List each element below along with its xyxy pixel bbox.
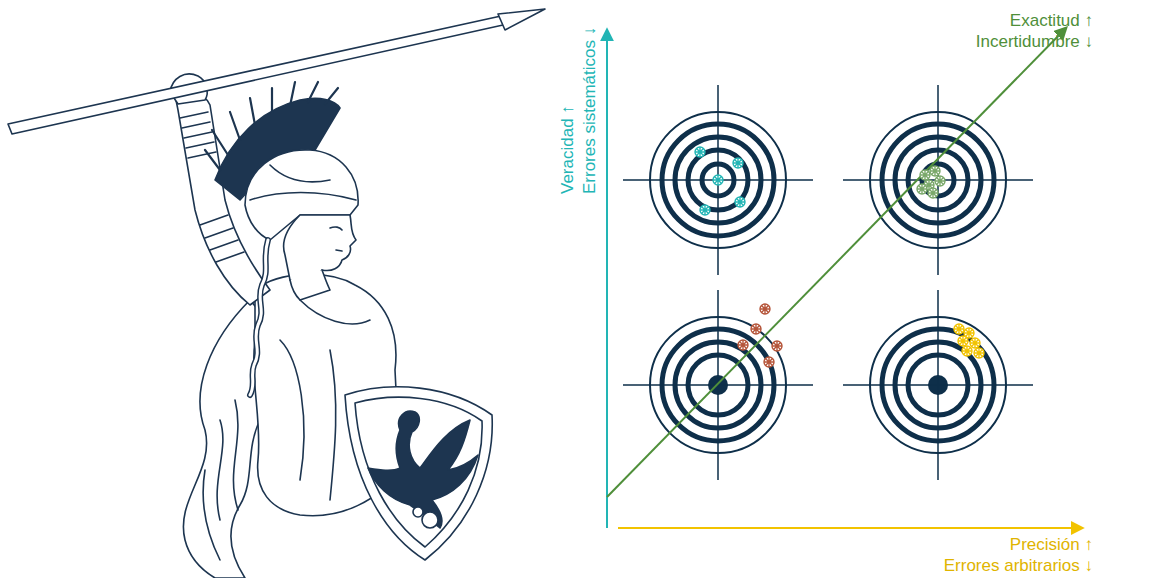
hit-mark: [928, 188, 938, 198]
shield: [345, 387, 492, 560]
hit-mark: [974, 348, 984, 358]
hit-mark: [930, 166, 940, 176]
hits-green: [917, 166, 945, 198]
axis-label: Exactitud ↑: [1010, 10, 1093, 31]
hit-mark: [772, 341, 782, 351]
crosshair: [623, 85, 813, 275]
hit-mark: [733, 158, 743, 168]
hit-mark: [751, 324, 761, 334]
shield-flower: [422, 512, 438, 528]
face-detail: [330, 227, 342, 251]
diagonal-axis: [607, 28, 1066, 497]
hit-mark: [713, 175, 723, 185]
axis-label: Errores arbitrarios ↓: [944, 555, 1093, 576]
hits-yellow: [954, 324, 984, 358]
neck: [290, 270, 330, 300]
hit-mark: [962, 346, 972, 356]
spear-head: [498, 9, 545, 30]
hit-mark: [764, 357, 774, 367]
helmet-band: [250, 165, 356, 200]
vertical-axis: [606, 30, 608, 528]
crosshair: [843, 85, 1033, 275]
braid-inner: [250, 240, 268, 395]
hit-mark: [954, 324, 964, 334]
target: [623, 85, 813, 275]
crosshair: [843, 290, 1033, 480]
shield-rim: [355, 397, 482, 547]
target: [843, 85, 1033, 275]
hits-brown: [738, 304, 782, 367]
hit-mark: [695, 147, 705, 157]
hit-mark: [970, 338, 980, 348]
hit-mark: [917, 184, 927, 194]
hit-mark: [958, 336, 968, 346]
braid: [250, 240, 268, 395]
hit-mark: [738, 340, 748, 350]
hit-mark: [760, 304, 770, 314]
shield-bird: [368, 411, 478, 528]
hit-mark: [935, 176, 945, 186]
warrior-illustration: [8, 9, 545, 578]
hit-mark: [920, 170, 930, 180]
target: [843, 290, 1033, 480]
drapery-fold: [203, 400, 238, 560]
hit-mark: [735, 197, 745, 207]
hits-teal: [695, 147, 745, 215]
shield-flower: [413, 507, 423, 517]
axis-label: Veracidad ↑: [557, 105, 578, 194]
horizontal-axis: [618, 527, 1082, 529]
spear-shaft: [8, 16, 503, 134]
axis-label: Incertidumbre ↓: [976, 31, 1093, 52]
axis-label: Errores sistemáticos ↓: [579, 27, 600, 194]
hit-mark: [700, 205, 710, 215]
axis-label: Precisión ↑: [1010, 534, 1093, 555]
